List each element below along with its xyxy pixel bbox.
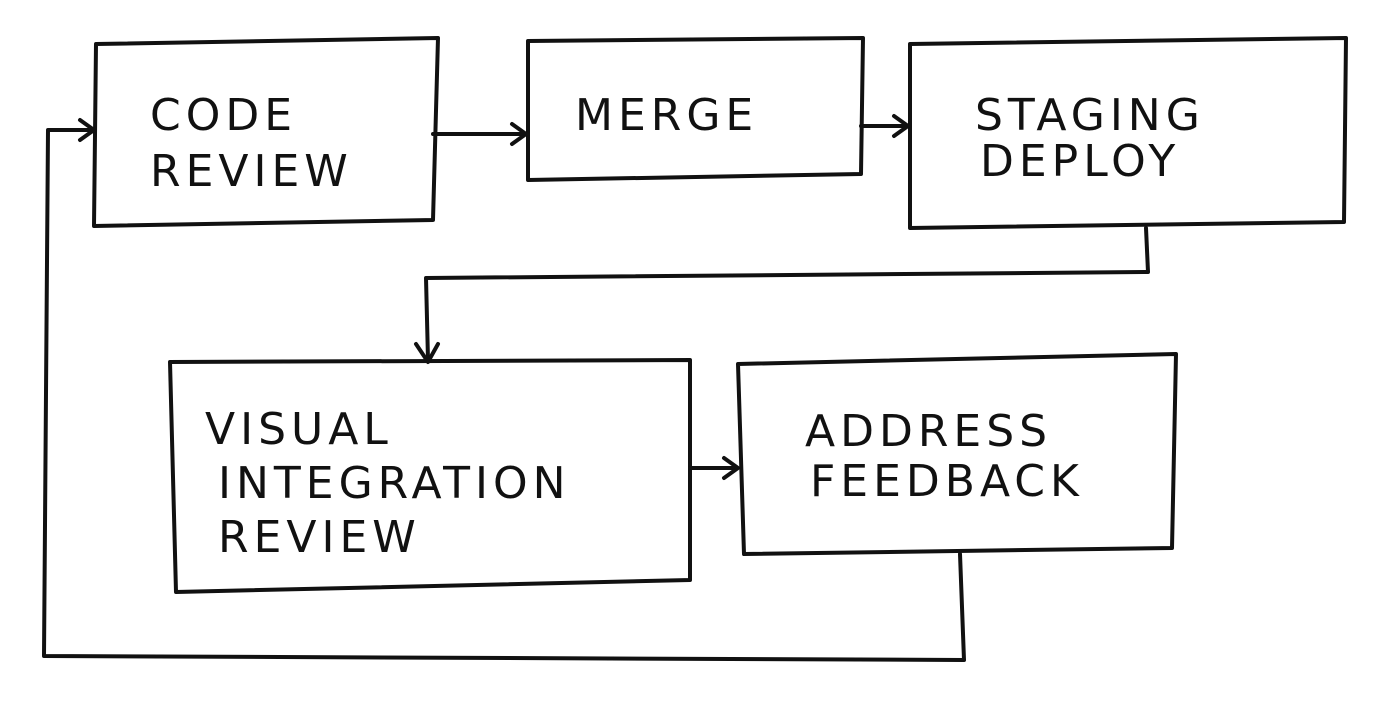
node-staging-deploy-label-line1: STAGING [975,90,1205,141]
node-code-review-box [92,36,440,228]
edge-merge-to-staging-deploy [859,114,910,138]
edge-visual-integration-review-to-address-feedback [688,456,740,480]
node-address-feedback-label-line1: ADDRESS [805,406,1052,457]
edge-staging-to-visual-arrowhead [414,342,440,364]
edge-staging-to-visual-line [424,226,1150,362]
edge-visual-to-address-arrowhead [722,456,740,480]
edge-merge-to-staging-deploy-arrowhead [892,114,910,138]
edge-address-to-code-review-line [42,128,966,662]
node-merge-box [526,36,865,182]
edge-address-feedback-to-code-review [42,118,966,662]
node-address-feedback-label-line2: FEEDBACK [810,456,1084,507]
node-code-review-label-line1: CODE [150,90,297,141]
node-visual-integration-review-box [168,358,692,594]
node-visual-integration-review-label-line1: VISUAL [205,404,393,455]
node-address-feedback: ADDRESS FEEDBACK [736,352,1178,556]
node-code-review: CODE REVIEW [92,36,440,228]
edge-address-to-code-review-arrowhead [78,118,96,142]
node-staging-deploy: STAGING DEPLOY [908,36,1348,230]
node-merge-label-line1: MERGE [575,90,758,141]
node-merge: MERGE [526,36,865,182]
node-visual-integration-review: VISUAL INTEGRATION REVIEW [168,358,692,594]
node-staging-deploy-box [908,36,1348,230]
node-staging-deploy-label-line2: DEPLOY [980,136,1180,187]
node-visual-integration-review-label-line3: REVIEW [218,512,421,563]
node-code-review-label-line2: REVIEW [150,146,353,197]
edge-code-review-to-merge [431,122,528,146]
edge-code-review-to-merge-arrowhead [510,122,528,146]
node-visual-integration-review-label-line2: INTEGRATION [218,458,571,509]
node-address-feedback-box [736,352,1178,556]
edge-staging-deploy-to-visual-integration-review [414,226,1150,364]
